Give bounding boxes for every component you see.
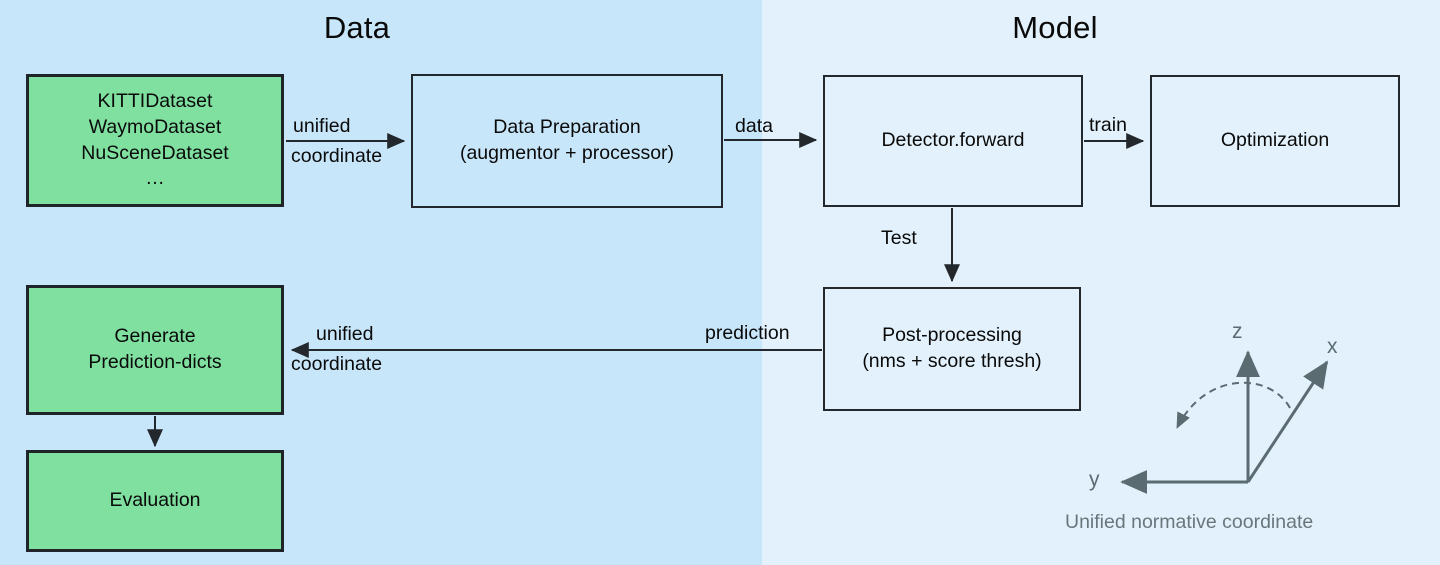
node-generate-prediction-dicts[interactable]: Generate Prediction-dicts xyxy=(26,285,284,415)
coordinate-frame-caption: Unified normative coordinate xyxy=(1065,511,1314,533)
node-detector-forward[interactable]: Detector.forward xyxy=(823,75,1083,207)
edge-label-unified-bottom: unified xyxy=(316,323,374,345)
edge-label-prediction: prediction xyxy=(705,322,790,344)
axis-label-z: z xyxy=(1232,320,1243,343)
node-post-processing[interactable]: Post-processing (nms + score thresh) xyxy=(823,287,1081,411)
panel-title-model: Model xyxy=(1012,10,1098,45)
edge-label-coordinate-top: coordinate xyxy=(291,145,383,167)
node-datasets[interactable]: KITTIDataset WaymoDataset NuSceneDataset… xyxy=(26,74,284,207)
node-optimization[interactable]: Optimization xyxy=(1150,75,1400,207)
node-evaluation[interactable]: Evaluation xyxy=(26,450,284,552)
panel-title-data: Data xyxy=(323,10,391,45)
edge-label-data: data xyxy=(735,115,773,137)
node-data-preparation[interactable]: Data Preparation (augmentor + processor) xyxy=(411,74,723,208)
edge-label-coordinate-bottom: coordinate xyxy=(291,353,383,375)
edge-label-test: Test xyxy=(881,227,917,249)
edge-label-train: train xyxy=(1089,114,1127,136)
axis-label-y: y xyxy=(1089,468,1100,491)
axis-label-x: x xyxy=(1327,335,1338,358)
edge-label-unified-top: unified xyxy=(293,115,351,137)
